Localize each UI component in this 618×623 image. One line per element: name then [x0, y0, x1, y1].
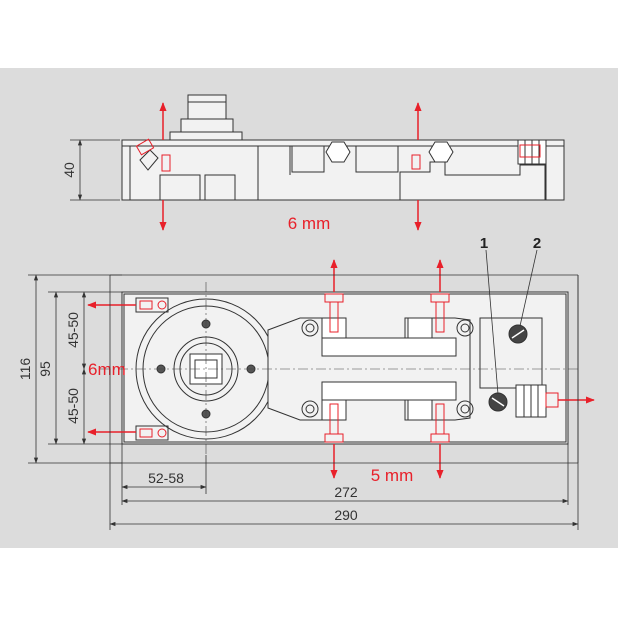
upper-offset-label: 45-50 — [65, 312, 81, 348]
callout-1: 1 — [480, 235, 488, 252]
hex-nut-right — [428, 141, 454, 163]
side-adjust-arrows — [159, 102, 422, 231]
side-height-label: 40 — [61, 162, 77, 178]
top-horizontal-dimensions — [109, 274, 579, 530]
top-vertical-dimensions — [28, 274, 122, 464]
left-adjustment-label: 6mm — [88, 360, 126, 379]
bottom-adjustment-label: 5 mm — [371, 466, 414, 485]
upper-cylinder — [321, 337, 457, 357]
top-adjust-arrows — [87, 259, 595, 479]
spindle-top — [187, 94, 227, 120]
side-view — [121, 94, 565, 201]
callout-2: 2 — [533, 235, 541, 252]
inner-length-label: 272 — [334, 484, 358, 500]
inner-height-label: 95 — [37, 361, 53, 377]
hex-nut-left — [325, 141, 351, 163]
lower-offset-label: 45-50 — [65, 388, 81, 424]
outer-height-label: 116 — [17, 358, 33, 381]
outer-length-label: 290 — [334, 507, 358, 523]
side-adjustment-label: 6 mm — [288, 214, 331, 233]
top-view — [121, 291, 569, 445]
lower-cylinder — [321, 381, 457, 401]
side-height-dimension — [70, 139, 120, 201]
spindle-offset-label: 52-58 — [148, 470, 184, 486]
